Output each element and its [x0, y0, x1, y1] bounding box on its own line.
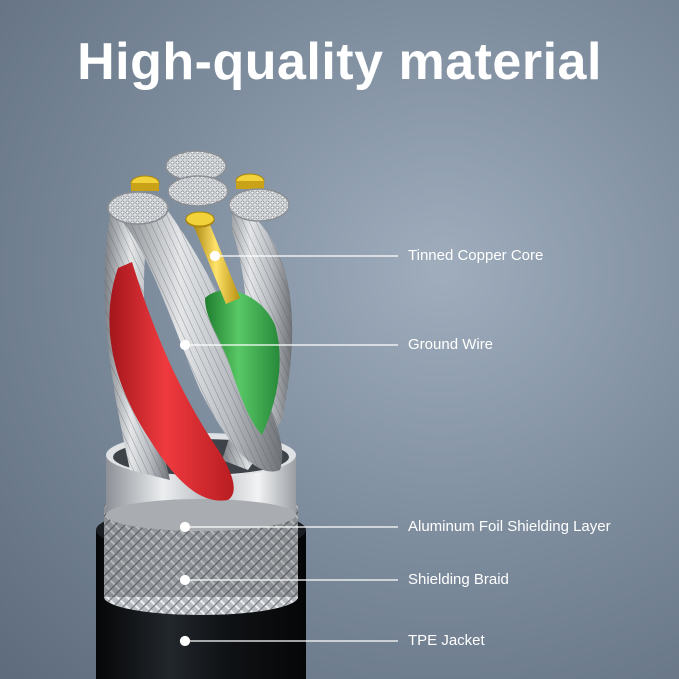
- label-shielding-braid: Shielding Braid: [408, 571, 509, 589]
- label-ground-wire: Ground Wire: [408, 336, 493, 354]
- label-tinned-copper-core: Tinned Copper Core: [408, 247, 543, 265]
- label-aluminum-foil-shielding-layer: Aluminum Foil Shielding Layer: [408, 518, 611, 536]
- label-tpe-jacket: TPE Jacket: [408, 632, 485, 650]
